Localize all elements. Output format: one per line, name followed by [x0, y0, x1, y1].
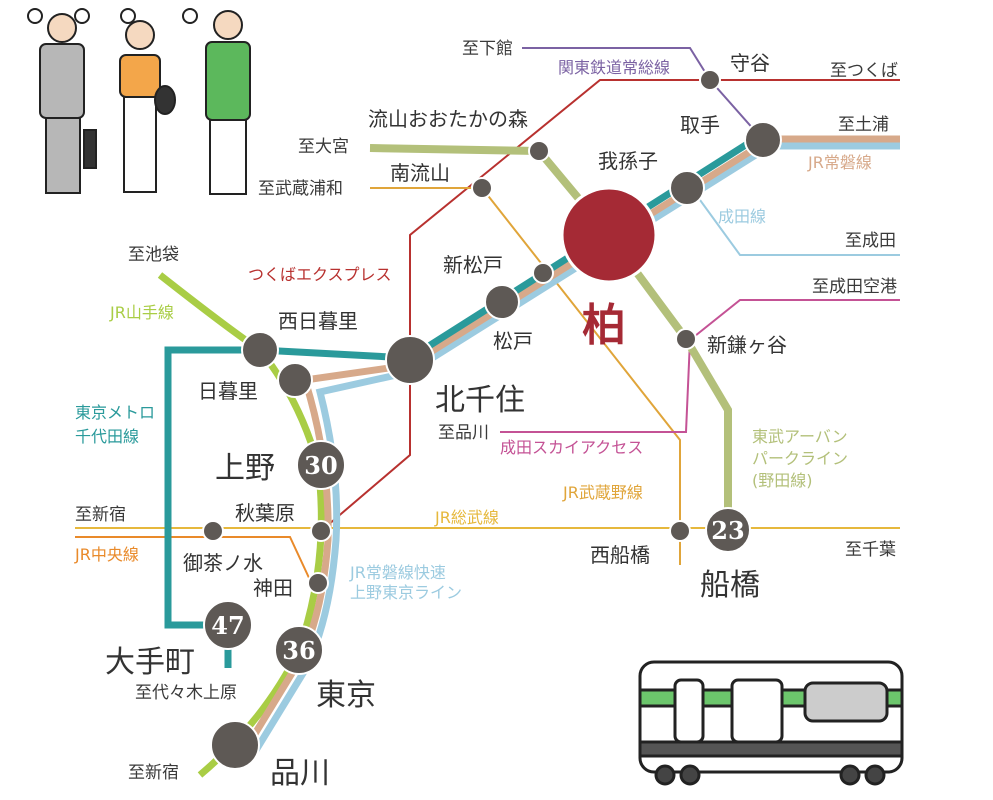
station-funabashi-node[interactable]	[705, 507, 751, 553]
tobu-urban-park-line	[369, 144, 732, 530]
station-ochanomizu-node[interactable]	[202, 520, 224, 542]
station-label: 守谷	[730, 51, 770, 75]
line-label-tobu: 東武アーバン	[752, 427, 848, 446]
direction-label: 至千葉	[845, 540, 896, 560]
station-label: 流山おおたかの森	[368, 107, 528, 131]
station-label: 大手町	[105, 645, 195, 680]
station-shinagawa-node[interactable]	[210, 720, 260, 770]
station-kanda-node[interactable]	[307, 572, 329, 594]
line-label-yamanote: JR山手線	[109, 303, 174, 322]
line-label-joban: JR常磐線	[807, 153, 872, 172]
line-label-tobu: (野田線)	[752, 471, 813, 490]
direction-label: 至土浦	[838, 115, 889, 135]
commuters-illustration	[27, 8, 251, 195]
minutes-ueno: 30	[304, 451, 337, 480]
musashino-line	[370, 187, 681, 565]
direction-label: 至代々木上原	[135, 683, 237, 703]
station-label: 西船橋	[590, 543, 650, 567]
direction-label: 至品川	[438, 423, 489, 443]
station-label: 東京	[316, 678, 376, 713]
station-label: 南流山	[390, 161, 450, 185]
direction-label: 至つくば	[830, 61, 898, 81]
line-label-rapid: 上野東京ライン	[350, 583, 462, 602]
line-label-chiyoda: 千代田線	[75, 427, 139, 446]
station-kitasenju-node[interactable]	[385, 335, 435, 385]
station-minaminagareyama-node[interactable]	[471, 177, 493, 199]
direction-label: 至成田	[845, 231, 896, 251]
station-nishifunabashi-node[interactable]	[669, 520, 691, 542]
line-label-chiyoda: 東京メトロ	[75, 403, 155, 422]
station-label: 取手	[680, 113, 720, 137]
station-label: 日暮里	[198, 379, 258, 403]
minutes-tokyo: 36	[282, 636, 315, 665]
direction-label: 至大宮	[298, 137, 349, 157]
minutes-funabashi: 23	[711, 516, 744, 545]
station-otemachi-node[interactable]	[203, 600, 253, 650]
kanto-railway-line	[522, 47, 764, 141]
direction-label: 至成田空港	[812, 277, 897, 297]
line-label-tobu: パークライン	[752, 449, 848, 468]
station-moriya-node[interactable]	[699, 69, 721, 91]
minutes-otemachi: 47	[211, 611, 244, 640]
station-shinkamagaya-node[interactable]	[675, 328, 697, 350]
station-tokyo-node[interactable]	[274, 625, 324, 675]
narita-line	[699, 199, 900, 256]
station-label: 松戸	[493, 329, 533, 353]
station-label: 新松戸	[443, 253, 503, 277]
direction-label: 至新宿	[128, 763, 179, 783]
train-illustration	[638, 660, 904, 786]
station-label: 上野	[215, 451, 275, 486]
line-label-chuo: JR中央線	[74, 545, 139, 564]
station-ueno-node[interactable]	[296, 440, 346, 490]
direction-label: 至武蔵浦和	[258, 179, 343, 199]
station-matsudo-node[interactable]	[484, 284, 520, 320]
station-label: 船橋	[700, 568, 760, 603]
station-nippori-node[interactable]	[277, 362, 313, 398]
station-akihabara-node[interactable]	[310, 520, 332, 542]
station-nishinippori-node[interactable]	[241, 331, 279, 369]
direction-label: 至下館	[462, 39, 513, 59]
station-otaka-node[interactable]	[528, 140, 550, 162]
station-label: 神田	[253, 576, 293, 600]
station-abiko-node[interactable]	[669, 170, 705, 206]
station-kashiwa-label: 柏	[582, 300, 626, 351]
line-label-sobu: JR総武線	[434, 508, 499, 527]
line-label-musashino: JR武蔵野線	[562, 483, 643, 502]
station-label: 御茶ノ水	[183, 551, 263, 575]
line-label-narita: 成田線	[718, 207, 766, 226]
line-label-sky: 成田スカイアクセス	[500, 438, 643, 457]
station-label: 我孫子	[598, 149, 658, 173]
station-label: 品川	[270, 756, 330, 791]
line-label-kanto: 関東鉄道常総線	[558, 58, 670, 77]
line-label-rapid: JR常磐線快速	[349, 563, 446, 582]
station-label: 北千住	[435, 383, 525, 418]
station-shinmatsudo-node[interactable]	[532, 262, 554, 284]
station-label: 西日暮里	[278, 309, 358, 333]
line-label-tx: つくばエクスプレス	[248, 265, 392, 284]
chuo-line	[75, 536, 311, 581]
direction-label: 至新宿	[75, 505, 126, 525]
station-label: 新鎌ヶ谷	[707, 333, 787, 357]
station-kashiwa-node[interactable]	[560, 186, 658, 284]
station-toride-node[interactable]	[744, 121, 782, 159]
direction-label: 至池袋	[128, 245, 179, 265]
station-label: 秋葉原	[235, 501, 295, 525]
